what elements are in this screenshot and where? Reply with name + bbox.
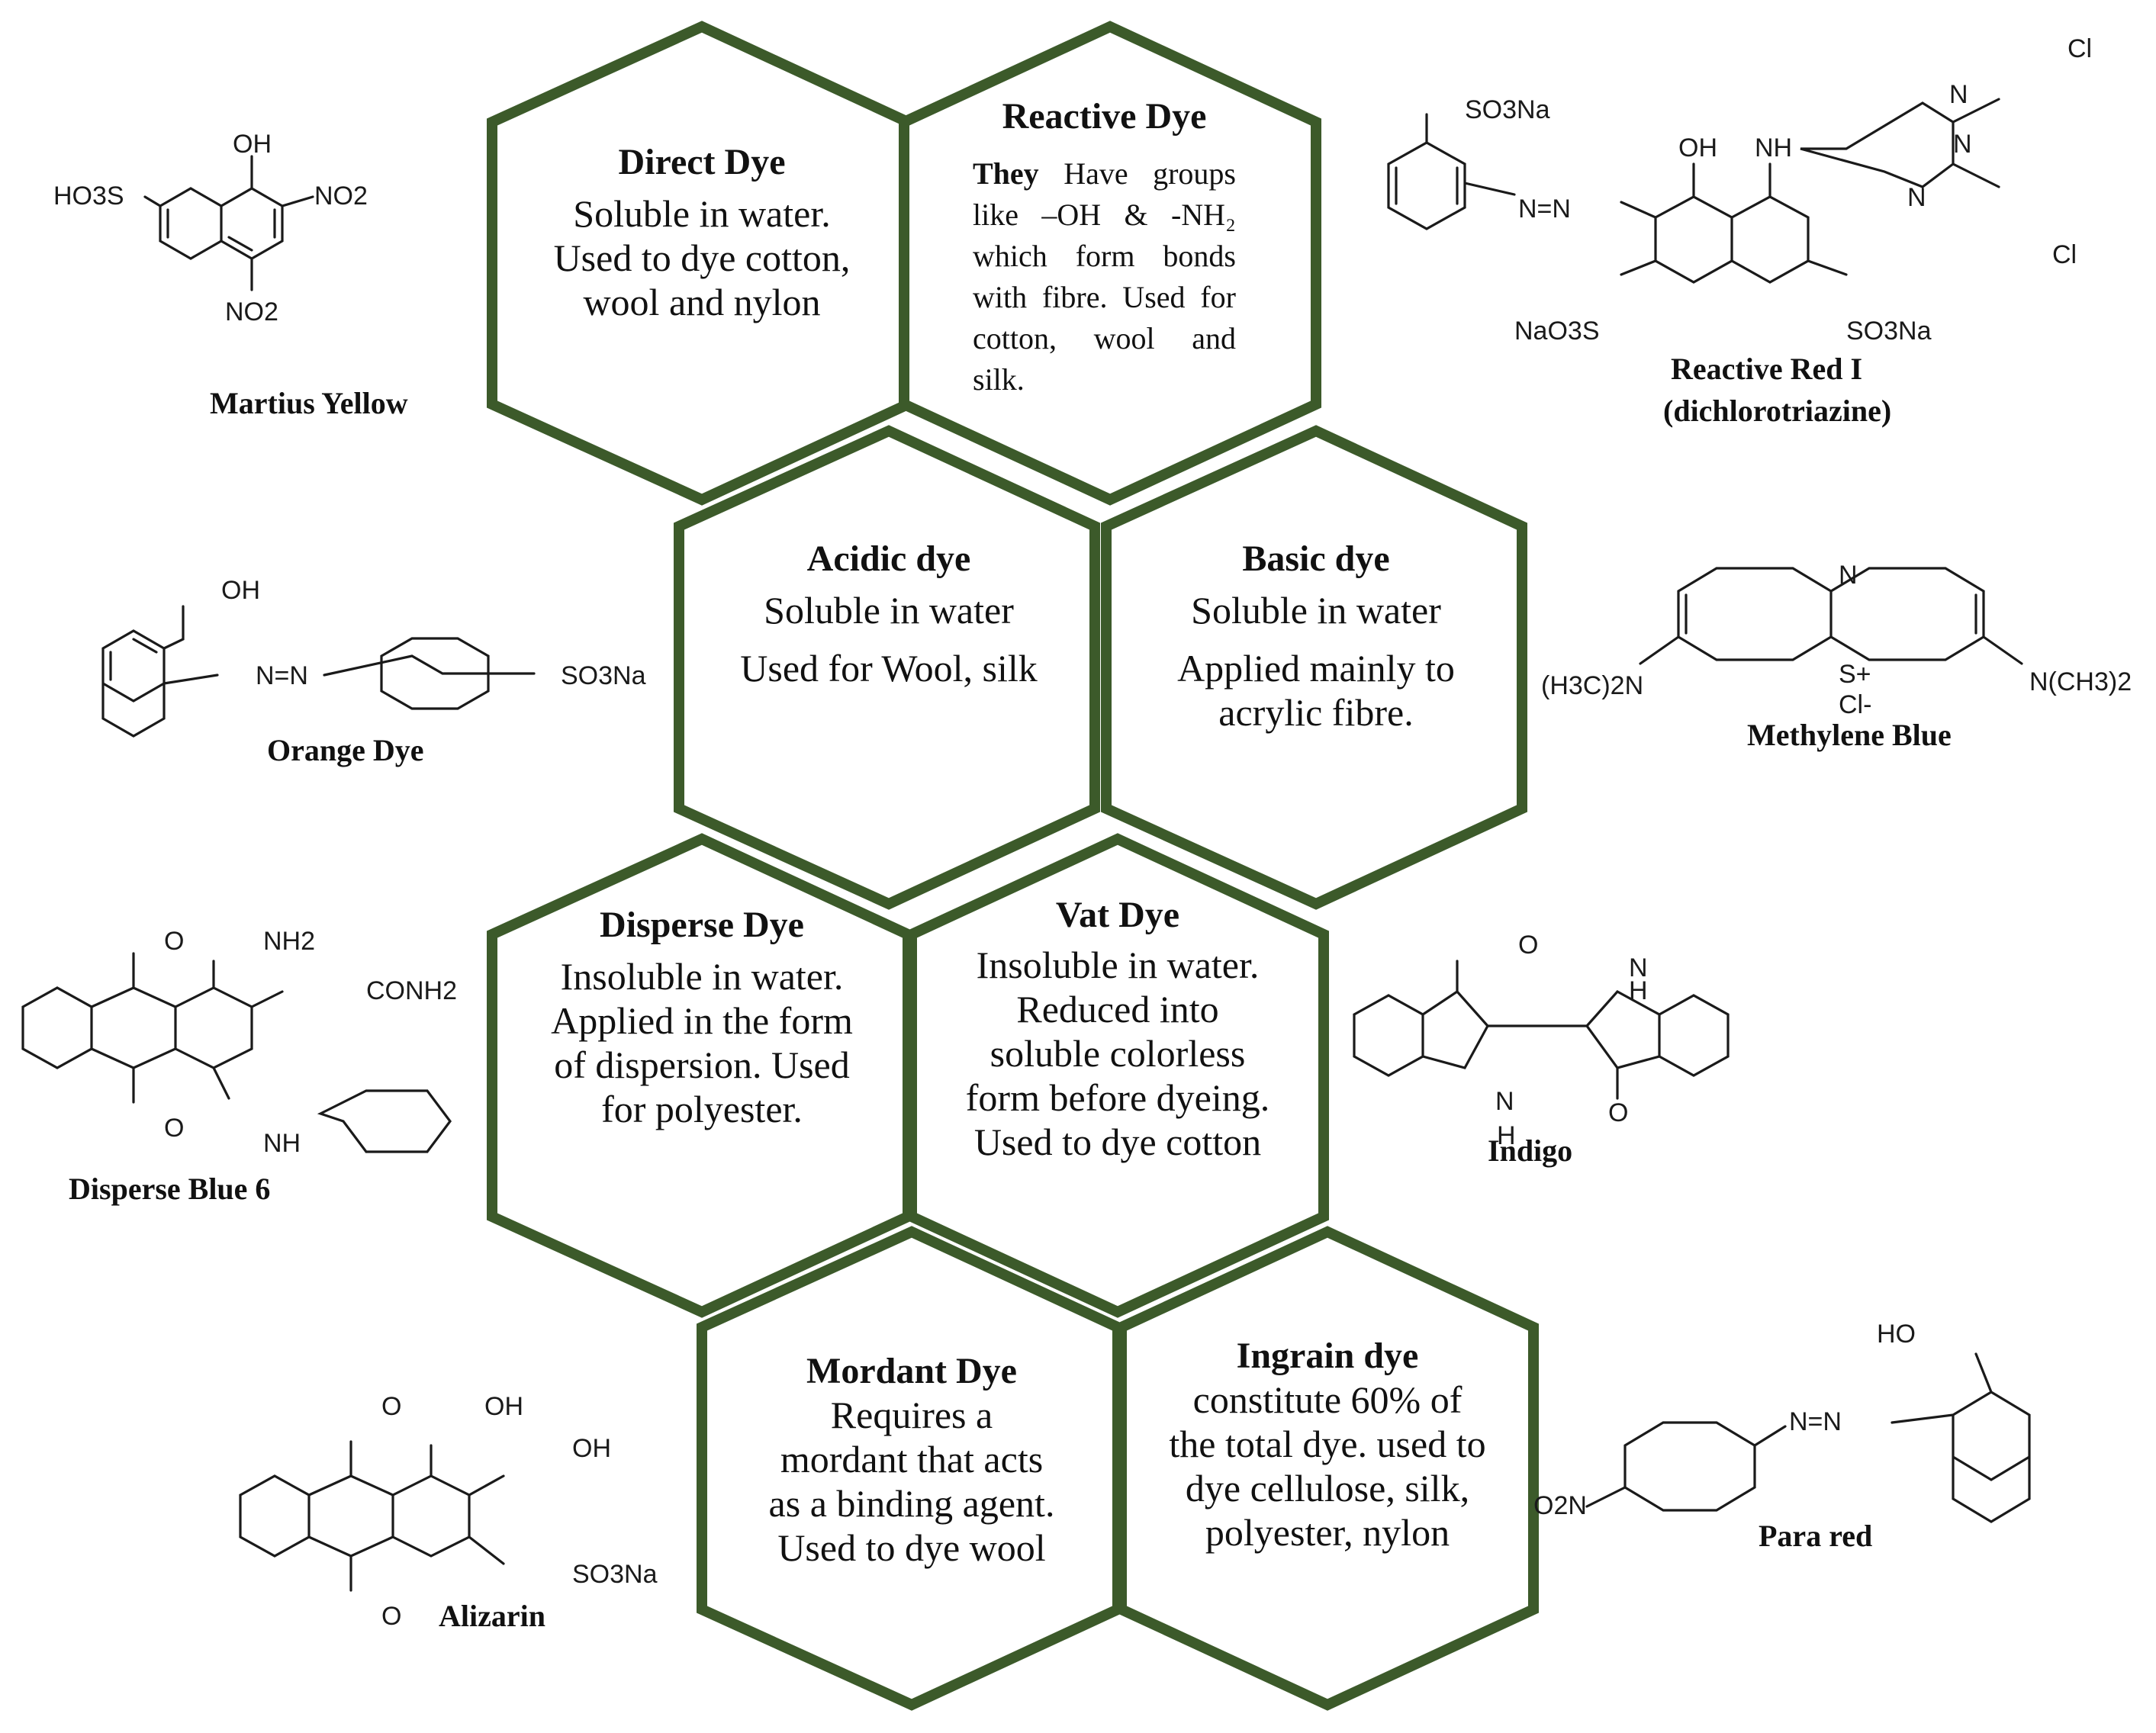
card-basic-dye: Basic dye Soluble in water Applied mainl…: [1152, 538, 1480, 735]
card-ingrain-dye: Ingrain dye constitute 60% of the total …: [1167, 1335, 1488, 1555]
atom-label: NH2: [263, 927, 315, 956]
direct-dye-text: Soluble in water. Used to dye cotton, wo…: [553, 192, 851, 323]
hex-acidic: [674, 425, 1100, 910]
atom-label: OH: [572, 1434, 611, 1463]
atom-label: O: [1518, 931, 1538, 960]
atom-label: OH: [484, 1392, 523, 1421]
reactive-dye-text-block: They Have groups like –OH & -NH₂ which f…: [973, 153, 1236, 400]
label-alizarin: Alizarin: [439, 1599, 545, 1633]
atom-label: SO3Na: [561, 661, 646, 690]
atom-label: NH: [263, 1129, 301, 1158]
reactive-dye-title: Reactive Dye: [1002, 96, 1207, 137]
structure-martius-yellow: OH HO3S NO2 NO2: [53, 130, 368, 326]
card-mordant-dye: Mordant Dye Requires a mordant that acts…: [767, 1350, 1057, 1570]
label-para-red: Para red: [1759, 1519, 1873, 1553]
atom-label: O: [1608, 1098, 1628, 1127]
atom-label: NO2: [314, 182, 368, 211]
atom-label: N=N: [1789, 1407, 1842, 1436]
acidic-dye-text2: Used for Wool, silk: [740, 647, 1038, 690]
disperse-dye-title: Disperse Dye: [600, 905, 804, 945]
atom-label: N: [1839, 561, 1858, 590]
ingrain-dye-text: constitute 60% of the total dye. used to…: [1169, 1378, 1486, 1554]
structure-reactive-red: SO3Na OH NH N N N Cl Cl N=N NaO3S SO3Na: [1387, 34, 2092, 346]
hex-vat: [906, 833, 1329, 1318]
vat-dye-text: Insoluble in water. Reduced into soluble…: [965, 944, 1270, 1163]
label-methylene-blue: Methylene Blue: [1747, 718, 1952, 752]
atom-label: N: [1907, 183, 1926, 212]
atom-label: N: [1949, 80, 1968, 109]
atom-label: Cl: [2052, 240, 2077, 269]
card-acidic-dye: Acidic dye Soluble in water Used for Woo…: [732, 538, 1045, 690]
label-indigo: Indigo: [1488, 1133, 1573, 1168]
vat-dye-title: Vat Dye: [1055, 895, 1180, 935]
reactive-dye-text: Have groups like –OH & -NH₂ which form b…: [973, 156, 1236, 397]
atom-label: N=N: [256, 661, 308, 690]
label-martius-yellow: Martius Yellow: [210, 386, 408, 420]
atom-label: H: [1629, 976, 1648, 1005]
atom-label: N(CH3)2: [2029, 667, 2132, 696]
mordant-dye-title: Mordant Dye: [806, 1351, 1017, 1391]
structure-orange-dye: OH N=N SO3Na: [101, 576, 646, 738]
basic-dye-title: Basic dye: [1242, 539, 1390, 579]
atom-label: H: [1497, 1121, 1516, 1150]
atom-label: (H3C)2N: [1541, 671, 1643, 700]
acidic-dye-title: Acidic dye: [806, 539, 971, 579]
mordant-dye-text: Requires a mordant that acts as a bindin…: [768, 1394, 1055, 1569]
atom-label: OH: [221, 576, 260, 605]
atom-label: O: [164, 927, 184, 956]
structure-methylene-blue: N S+ Cl- (H3C)2N N(CH3)2: [1541, 561, 2132, 719]
disperse-dye-text: Insoluble in water. Applied in the form …: [551, 955, 853, 1130]
label-reactive-red-subtitle: (dichlorotriazine): [1663, 394, 1892, 428]
atom-label: SO3Na: [1465, 95, 1550, 124]
atom-label: N=N: [1518, 195, 1571, 223]
hex-ingrain: [1116, 1226, 1539, 1711]
basic-dye-text2: Applied mainly to acrylic fibre.: [1177, 647, 1455, 734]
atom-label: N: [1953, 130, 1972, 159]
atom-label: O: [381, 1602, 401, 1631]
atom-label: N: [1495, 1087, 1514, 1116]
atom-label: S+: [1839, 660, 1871, 689]
direct-dye-title: Direct Dye: [618, 142, 786, 182]
structure-disperse-blue: O O NH2 CONH2 NH: [21, 927, 457, 1158]
card-disperse-dye: Disperse Dye Insoluble in water. Applied…: [549, 904, 854, 1131]
acidic-dye-text1: Soluble in water: [764, 589, 1014, 632]
hex-reactive: [899, 21, 1321, 506]
label-disperse-blue: Disperse Blue 6: [69, 1172, 271, 1206]
atom-label: O: [164, 1114, 184, 1143]
structure-alizarin: O O OH OH SO3Na: [239, 1392, 658, 1631]
atom-label: NH: [1755, 133, 1792, 162]
atom-label: HO: [1877, 1320, 1916, 1349]
atom-label: OH: [1678, 133, 1717, 162]
acidic-dye-desc: Soluble in water Used for Wool, silk: [732, 588, 1045, 690]
card-direct-dye: Direct Dye Soluble in water. Used to dye…: [542, 141, 862, 324]
atom-label: NaO3S: [1514, 317, 1600, 346]
label-orange-dye: Orange Dye: [267, 733, 424, 767]
atom-label: N: [1629, 953, 1648, 982]
structure-para-red: HO N=N O2N: [1533, 1320, 2031, 1523]
label-reactive-red: Reactive Red I: [1671, 352, 1863, 386]
atom-label: SO3Na: [572, 1560, 658, 1589]
structure-indigo: O O N H H N: [1353, 931, 1730, 1150]
atom-label: CONH2: [366, 976, 457, 1005]
reactive-dye-lead: They: [973, 156, 1039, 191]
card-vat-dye: Vat Dye Insoluble in water. Reduced into…: [965, 894, 1270, 1164]
atom-label: Cl: [2068, 34, 2092, 63]
hex-basic: [1101, 425, 1527, 910]
atom-label: O2N: [1533, 1491, 1587, 1520]
atom-label: O: [381, 1392, 401, 1421]
atom-label: Cl-: [1839, 690, 1871, 719]
basic-dye-desc: Soluble in water Applied mainly to acryl…: [1152, 588, 1480, 735]
card-reactive-dye: Reactive Dye They Have groups like –OH &…: [973, 95, 1236, 400]
atom-label: NO2: [225, 297, 278, 326]
basic-dye-text1: Soluble in water: [1191, 589, 1441, 632]
atom-label: OH: [233, 130, 272, 159]
atom-label: SO3Na: [1846, 317, 1932, 346]
atom-label: HO3S: [53, 182, 124, 211]
ingrain-dye-title: Ingrain dye: [1236, 1336, 1419, 1376]
